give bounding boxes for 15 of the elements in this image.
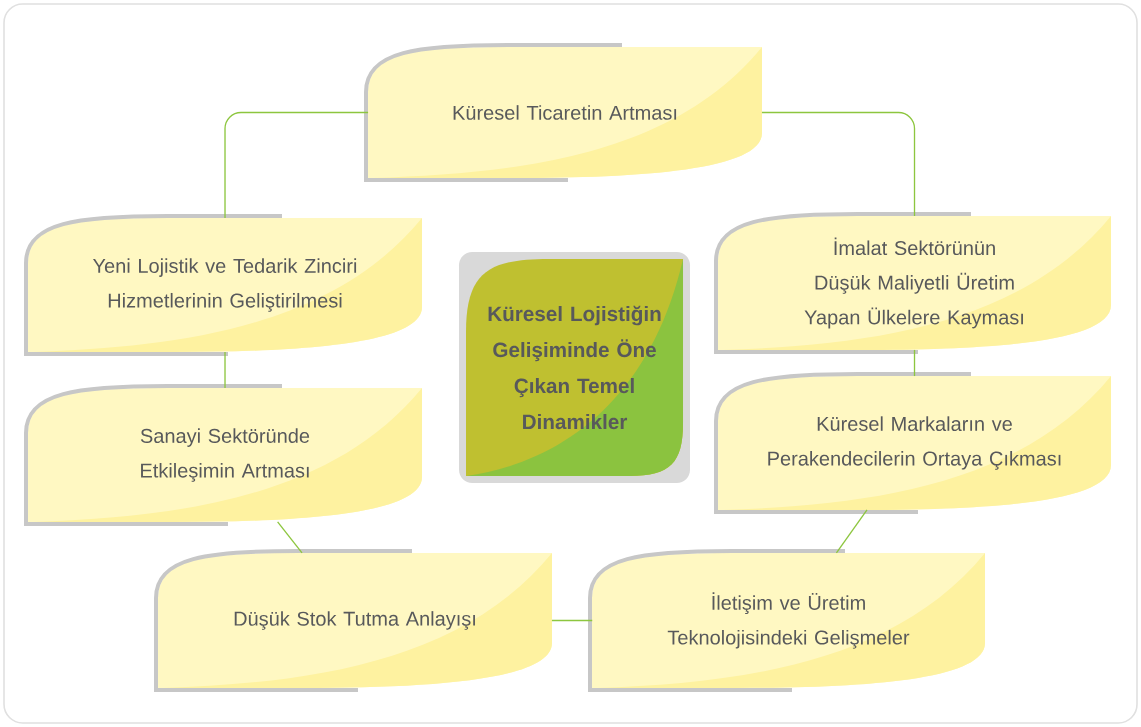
connector-line [761,111,916,217]
connector-line [224,351,226,389]
note-box: Düşük Stok Tutma Anlayışı [154,549,552,692]
connector-line [276,521,303,554]
connector-line [913,349,916,377]
note-box: İletişim ve Üretim Teknolojisindeki Gelişmeler [588,549,985,692]
note-box: Küresel Markaların ve Perakendecilerin Ortaya Çıkması [714,372,1111,514]
note-box: Sanayi Sektöründe Etkileşimin Artması [24,384,422,526]
title-box: Küresel Lojistiğin Gelişiminde Öne Çıkan Temel Dinamikler [459,252,690,483]
note-box: Küresel Ticaretin Artması [364,43,762,182]
connector-line [224,111,369,219]
connector-line [835,509,868,554]
note-box: Yeni Lojistik ve Tedarik Zinciri Hizmetlerinin Geliştirilmesi [24,214,422,356]
connector-line [551,619,593,622]
note-box: İmalat Sektörünün Düşük Maliyetli Üretim Yapan Ülkelere Kayması [714,212,1111,354]
